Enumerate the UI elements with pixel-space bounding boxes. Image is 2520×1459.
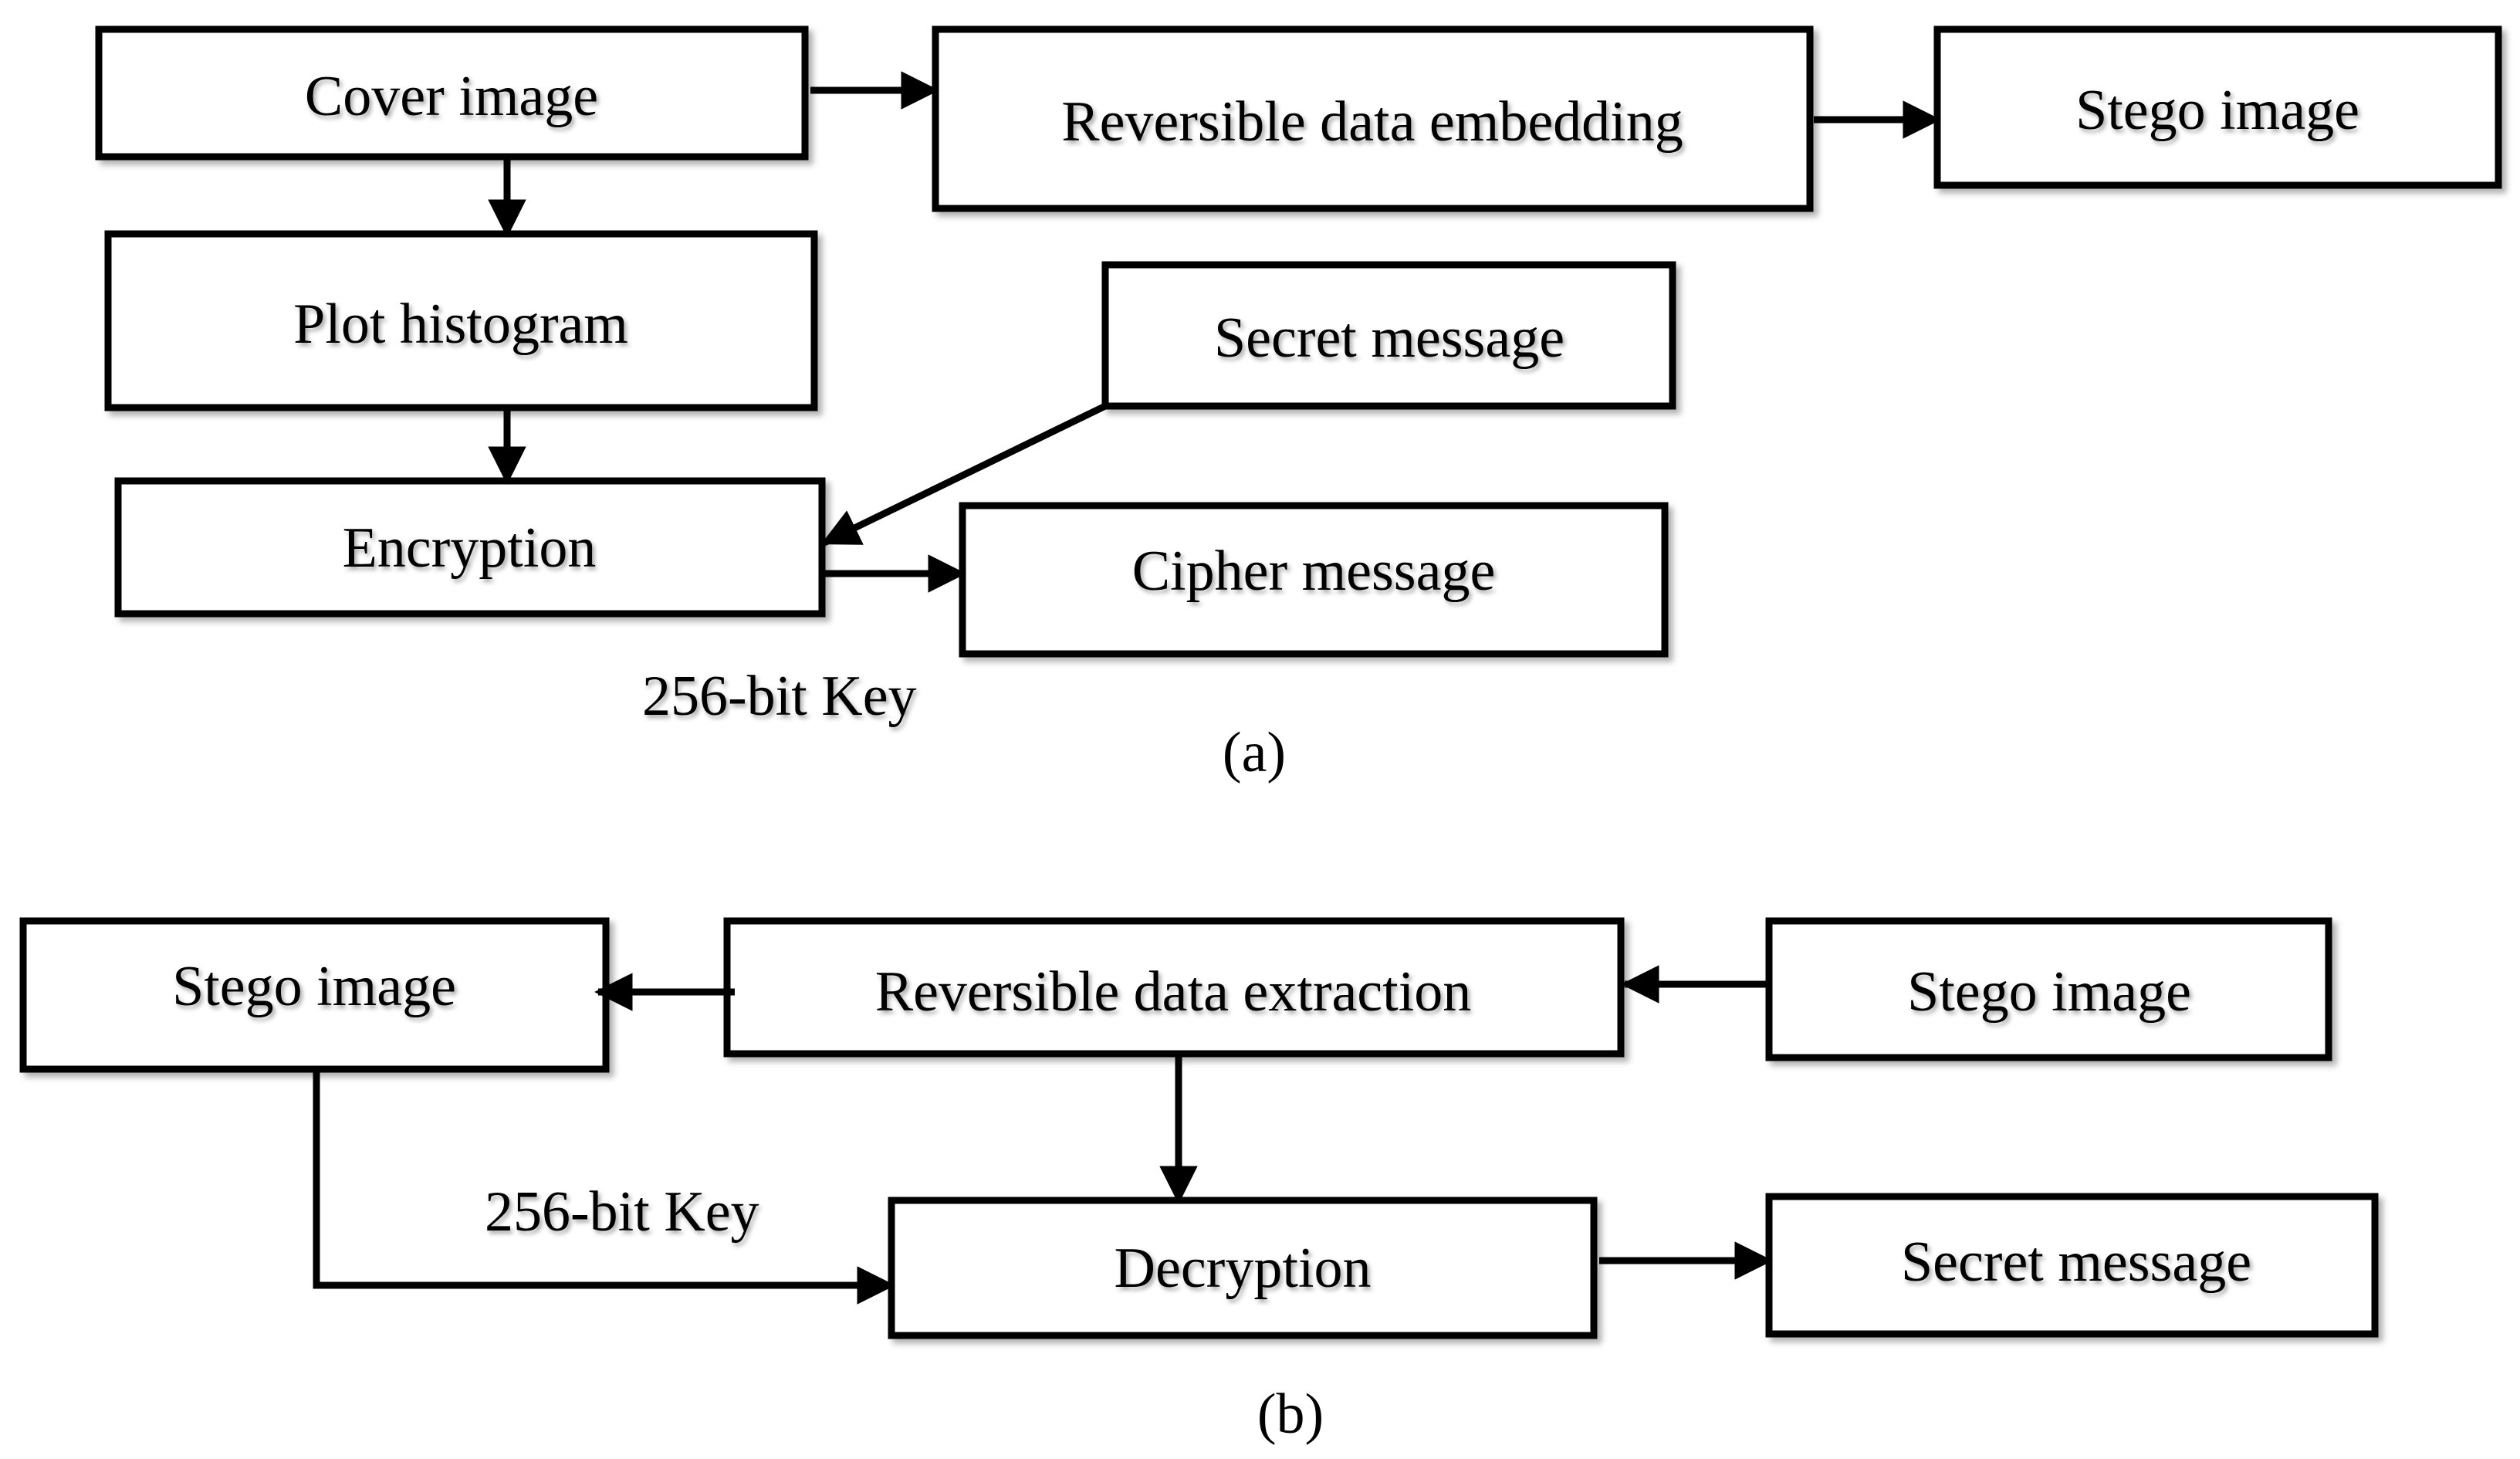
encryption-label: Encryption	[343, 516, 597, 580]
cipher-message-label: Cipher message	[1132, 540, 1496, 603]
arrow-stego-out-to-decryption	[313, 1069, 895, 1305]
key-label-a: 256-bit Key	[642, 665, 917, 728]
arrow-secret-to-encryption	[820, 402, 1107, 547]
reversible-data-extraction-box	[723, 917, 1625, 1058]
panel-a: Cover image Reversible data embedding St…	[95, 25, 2502, 784]
plot-histogram-box	[104, 230, 818, 411]
key-label-b: 256-bit Key	[485, 1180, 759, 1244]
plot-histogram-label: Plot histogram	[293, 293, 628, 356]
secret-message-out-box	[1765, 1193, 2379, 1338]
stego-image-out-label: Stego image	[172, 955, 456, 1018]
secret-message-box	[1101, 261, 1676, 410]
panel-b: Stego image Reversible data extraction S…	[19, 917, 2379, 1446]
secret-message-out-label: Secret message	[1901, 1231, 2251, 1294]
decryption-box	[888, 1197, 1598, 1339]
stego-image-label: Stego image	[2075, 79, 2359, 142]
stego-image-out-box	[19, 917, 610, 1073]
cover-image-label: Cover image	[305, 65, 598, 128]
stego-image-box	[1933, 25, 2502, 189]
decryption-label: Decryption	[1115, 1237, 1372, 1300]
caption-a: (a)	[1223, 721, 1286, 784]
caption-b: (b)	[1257, 1383, 1324, 1446]
encryption-box	[114, 477, 826, 618]
reversible-data-embedding-label: Reversible data embedding	[1061, 90, 1683, 154]
reversible-data-embedding-box	[932, 25, 1814, 212]
cover-image-box	[95, 25, 809, 161]
cipher-message-box	[959, 502, 1669, 658]
stego-image-in-box	[1765, 917, 2332, 1061]
stego-image-in-label: Stego image	[1907, 960, 2191, 1024]
reversible-data-extraction-label: Reversible data extraction	[875, 960, 1472, 1024]
secret-message-label: Secret message	[1214, 306, 1564, 370]
